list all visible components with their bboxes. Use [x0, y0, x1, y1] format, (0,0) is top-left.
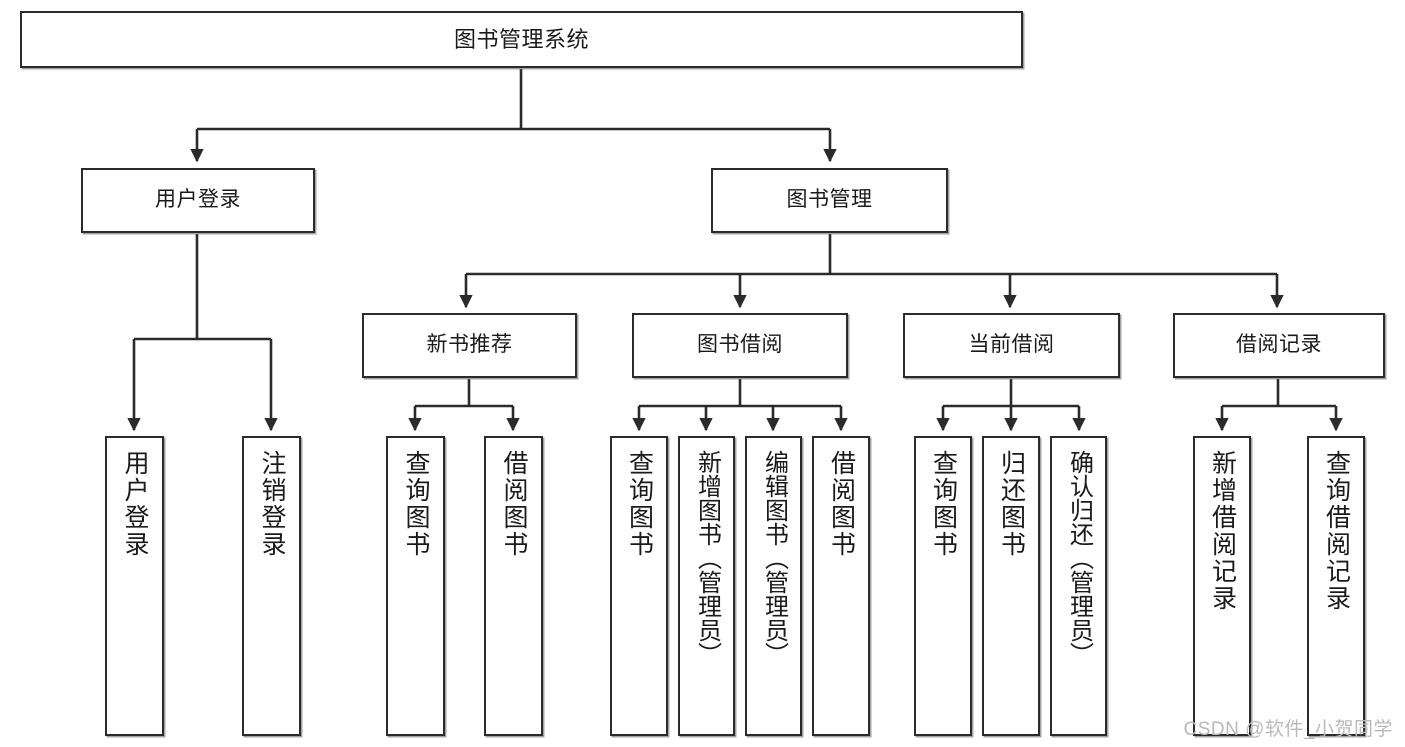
node-label: 归还图书 — [997, 450, 1026, 558]
node-label: 确认归还（管理员） — [1065, 450, 1093, 666]
node-label: 注销登录 — [258, 450, 286, 558]
node-label: 新增借阅记录 — [1208, 450, 1237, 612]
watermark-text: CSDN @软件_小贺同学 — [1183, 719, 1393, 740]
node-leaf-add-borrow-record[interactable]: 新增借阅记录 — [1193, 436, 1251, 736]
node-leaf-query-book-recommend[interactable]: 查询图书 — [386, 436, 445, 736]
node-new-book-recommend[interactable]: 新书推荐 — [362, 313, 577, 378]
node-label: 用户登录 — [121, 450, 149, 558]
node-root-book-management-system[interactable]: 图书管理系统 — [20, 11, 1023, 68]
node-label: 借阅记录 — [1236, 333, 1322, 357]
node-label: 新书推荐 — [426, 333, 513, 357]
node-label: 图书管理 — [786, 188, 873, 212]
node-label: 查询借阅记录 — [1322, 450, 1351, 612]
node-leaf-edit-book[interactable]: 编辑图书（管理员） — [745, 436, 802, 736]
node-current-borrow[interactable]: 当前借阅 — [903, 313, 1120, 378]
node-label: 查询图书 — [402, 450, 430, 558]
node-label: 借阅图书 — [500, 450, 528, 558]
node-leaf-add-book[interactable]: 新增图书（管理员） — [678, 436, 735, 736]
node-label: 当前借阅 — [968, 333, 1055, 357]
node-leaf-query-book-borrow[interactable]: 查询图书 — [610, 436, 668, 736]
node-leaf-user-login[interactable]: 用户登录 — [105, 436, 164, 736]
node-leaf-query-borrow-record[interactable]: 查询借阅记录 — [1307, 436, 1365, 736]
node-label: 编辑图书（管理员） — [760, 450, 788, 666]
node-label: 借阅图书 — [827, 450, 856, 558]
node-leaf-confirm-return[interactable]: 确认归还（管理员） — [1050, 436, 1107, 736]
node-label: 图书管理系统 — [453, 26, 589, 52]
node-label: 用户登录 — [155, 188, 241, 212]
node-book-borrow[interactable]: 图书借阅 — [632, 313, 848, 378]
node-label: 图书借阅 — [697, 333, 783, 357]
node-label: 查询图书 — [625, 450, 654, 558]
node-leaf-borrow-book-recommend[interactable]: 借阅图书 — [484, 436, 543, 736]
node-leaf-return-book[interactable]: 归还图书 — [982, 436, 1040, 736]
node-book-management[interactable]: 图书管理 — [711, 168, 948, 233]
node-user-login[interactable]: 用户登录 — [81, 168, 315, 233]
node-label: 新增图书（管理员） — [693, 450, 721, 666]
node-borrow-record[interactable]: 借阅记录 — [1173, 313, 1385, 378]
node-label: 查询图书 — [929, 450, 958, 558]
node-leaf-logout[interactable]: 注销登录 — [242, 436, 301, 736]
node-leaf-borrow-book[interactable]: 借阅图书 — [812, 436, 870, 736]
node-leaf-query-book-current[interactable]: 查询图书 — [914, 436, 972, 736]
